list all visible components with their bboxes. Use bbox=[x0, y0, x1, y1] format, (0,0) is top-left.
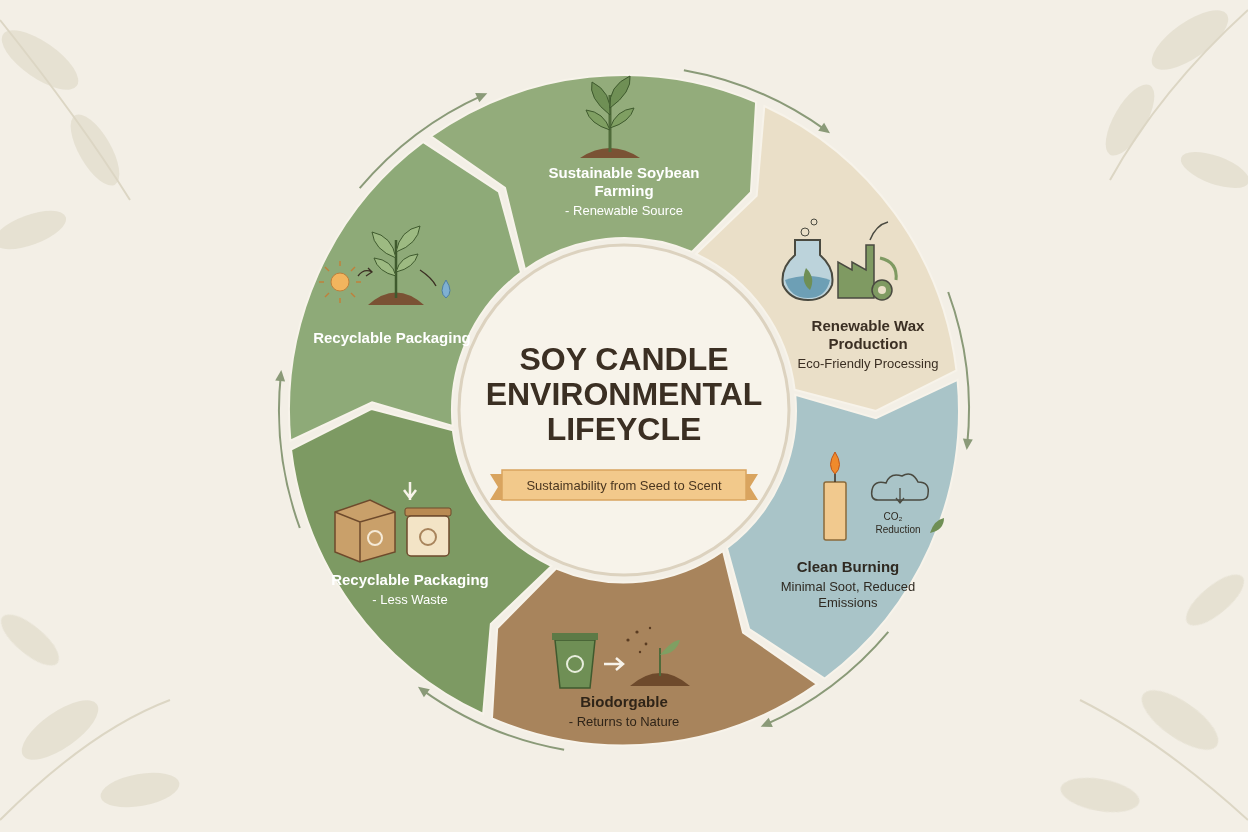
arrow-head bbox=[818, 123, 830, 134]
flask-factory-icon bbox=[783, 219, 897, 300]
box-jar-icon bbox=[335, 482, 451, 562]
diagram-title: SOY CANDLE ENVIRONMENTAL LIFEYCLE bbox=[474, 342, 774, 448]
arrow-head bbox=[418, 687, 430, 698]
segment-outline bbox=[727, 380, 959, 679]
segment-body: Eco-Friendly Processing bbox=[778, 356, 958, 372]
arrow-head bbox=[475, 93, 487, 102]
ribbon-text: Sustaimability from Seed to Scent bbox=[526, 478, 721, 493]
segment-heading: Sustainable Soybean Farming bbox=[534, 164, 714, 200]
segment-outline bbox=[492, 550, 817, 744]
cycle-segment: Biodorgable - Returns to Nature bbox=[492, 551, 817, 745]
cycle-segment: Recyclable Packaging - Less Waste bbox=[291, 409, 551, 714]
segment-text: Renewable Wax ProductionEco-Friendly Pro… bbox=[778, 317, 958, 372]
arrow-head bbox=[761, 718, 773, 727]
segment-heading: Renewable Wax Production bbox=[778, 317, 958, 353]
segment-body: - Returns to Nature bbox=[534, 714, 714, 730]
segment-text: Recyclable Packaging - Less Waste bbox=[320, 571, 500, 608]
co2-label: CO₂ bbox=[884, 511, 903, 522]
segment-text: Recyclable Packaging bbox=[302, 329, 482, 347]
segment-heading: Recyclable Packaging bbox=[320, 571, 500, 589]
segment-text: Biodorgable - Returns to Nature bbox=[534, 693, 714, 730]
arrow-head bbox=[963, 439, 973, 450]
plant-icon bbox=[580, 76, 640, 158]
segment-body: - Renewable Source bbox=[534, 203, 714, 219]
segment-text: Clean BurningMinimal Soot, Reduced Emiss… bbox=[758, 558, 938, 612]
sun-plant-water-icon bbox=[319, 226, 450, 305]
bin-soil-icon bbox=[552, 627, 690, 688]
candle-icon bbox=[824, 452, 944, 540]
segment-heading: Biodorgable bbox=[534, 693, 714, 711]
arrow-head bbox=[275, 370, 285, 381]
ribbon bbox=[490, 470, 758, 500]
icon-caption: Reduction bbox=[875, 524, 920, 535]
cycle-segment: Renewable Wax ProductionEco-Friendly Pro… bbox=[696, 106, 956, 411]
segment-body: Minimal Soot, Reduced Emissions bbox=[758, 579, 938, 612]
segment-body: - Less Waste bbox=[320, 592, 500, 608]
segment-text: Sustainable Soybean Farming - Renewable S… bbox=[534, 164, 714, 219]
segment-outline bbox=[291, 409, 552, 714]
segment-heading: Recyclable Packaging bbox=[302, 329, 482, 347]
segment-shape bbox=[291, 409, 551, 714]
segment-heading: Clean Burning bbox=[758, 558, 938, 576]
